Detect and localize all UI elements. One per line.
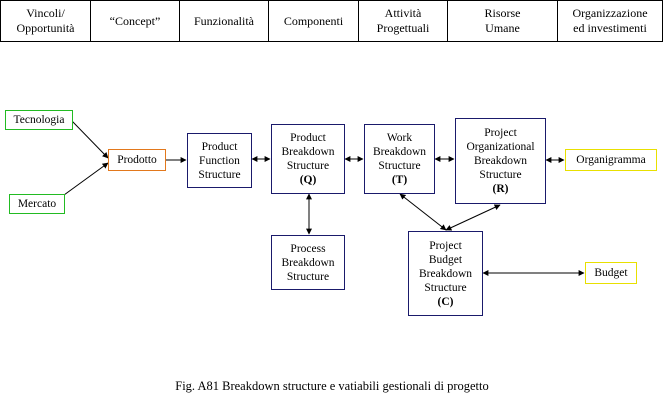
arrow-pobs-pbbs xyxy=(445,204,501,231)
node-tecnologia: Tecnologia xyxy=(5,110,73,130)
header-cell-attivita: Attività Progettuali xyxy=(359,1,448,41)
node-mercato: Mercato xyxy=(9,194,65,214)
header-cell-funzionalita: Funzionalità xyxy=(180,1,269,41)
code-q: (Q) xyxy=(299,174,317,186)
node-prodotto: Prodotto xyxy=(108,149,166,171)
node-product-function-structure: Product Function Structure xyxy=(187,133,252,188)
node-process-breakdown-structure: Process Breakdown Structure xyxy=(271,235,345,290)
header-cell-concept: “Concept” xyxy=(91,1,180,41)
node-organigramma: Organigramma xyxy=(565,149,657,171)
header-cell-risorse: Risorse Umane xyxy=(448,1,558,41)
arrow-tecnologia-prodotto xyxy=(71,120,109,159)
figure-caption: Fig. A81 Breakdown structure e vatiabili… xyxy=(175,379,489,393)
node-project-budget-breakdown-structure: Project Budget Breakdown Structure (C) xyxy=(408,231,483,316)
header-table: Vincoli/ Opportunità “Concept” Funzional… xyxy=(0,0,663,42)
node-work-breakdown-structure: Work Breakdown Structure (T) xyxy=(364,124,435,194)
header-cell-componenti: Componenti xyxy=(269,1,359,41)
code-t: (T) xyxy=(391,174,408,186)
header-cell-organizzazione: Organizzazione ed investimenti xyxy=(572,6,648,35)
arrow-wbs-pbbs xyxy=(399,193,447,231)
code-c: (C) xyxy=(437,295,454,308)
header-cell-vincoli: Vincoli/ Opportunità xyxy=(1,1,91,41)
node-project-organizational-breakdown-structure: Project Organizational Breakdown Structu… xyxy=(455,118,546,204)
node-budget: Budget xyxy=(585,262,637,284)
node-product-breakdown-structure: Product Breakdown Structure (Q) xyxy=(271,124,345,194)
arrow-mercato-prodotto xyxy=(63,162,109,196)
code-r: (R) xyxy=(492,183,509,195)
